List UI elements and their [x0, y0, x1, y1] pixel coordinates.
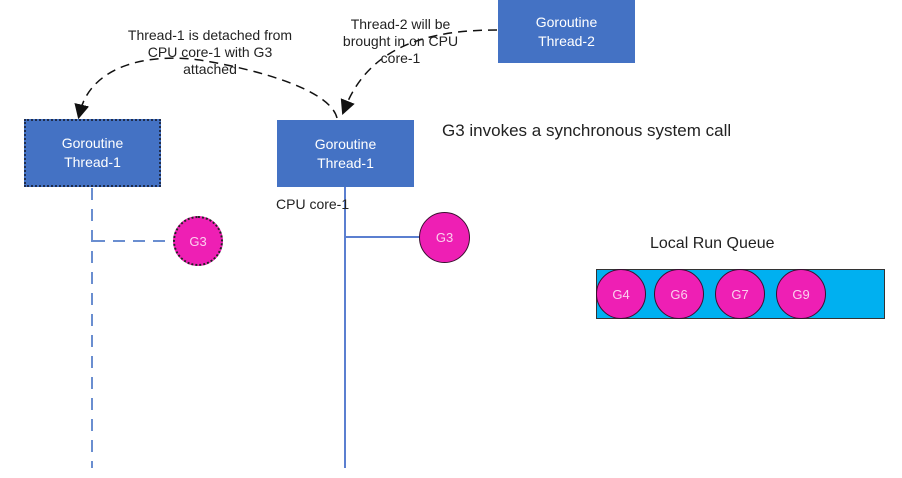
detach-note: Thread-1 is detached from CPU core-1 wit…	[127, 27, 293, 77]
cpu-core-label: CPU core-1	[276, 196, 350, 212]
syscall-note: G3 invokes a synchronous system call	[442, 121, 732, 140]
core-thread-box: Goroutine Thread-1	[277, 120, 414, 187]
detached-thread-line2: Thread-1	[64, 154, 121, 170]
core-thread-line2: Thread-1	[317, 154, 374, 171]
bring-in-note: Thread-2 will be brought in on CPU core-…	[342, 16, 459, 66]
queue-title: Local Run Queue	[650, 235, 775, 252]
queue-g6: G6	[654, 269, 704, 319]
detached-thread-line1: Goroutine	[61, 135, 124, 151]
thread2-line2: Thread-2	[538, 32, 595, 49]
queue-g9: G9	[776, 269, 826, 319]
running-g3: G3	[419, 212, 470, 263]
queue-g7: G7	[715, 269, 765, 319]
queue-g4: G4	[596, 269, 646, 319]
core-thread-line1: Goroutine	[314, 135, 377, 152]
thread2-line1: Goroutine	[535, 13, 598, 30]
bring-in-arrow	[340, 29, 498, 115]
detached-thread-box: Goroutine Thread-1	[24, 119, 161, 187]
detached-g3: G3	[173, 216, 223, 266]
detach-arrow	[74, 57, 338, 120]
thread2-box: Goroutine Thread-2	[498, 0, 635, 63]
